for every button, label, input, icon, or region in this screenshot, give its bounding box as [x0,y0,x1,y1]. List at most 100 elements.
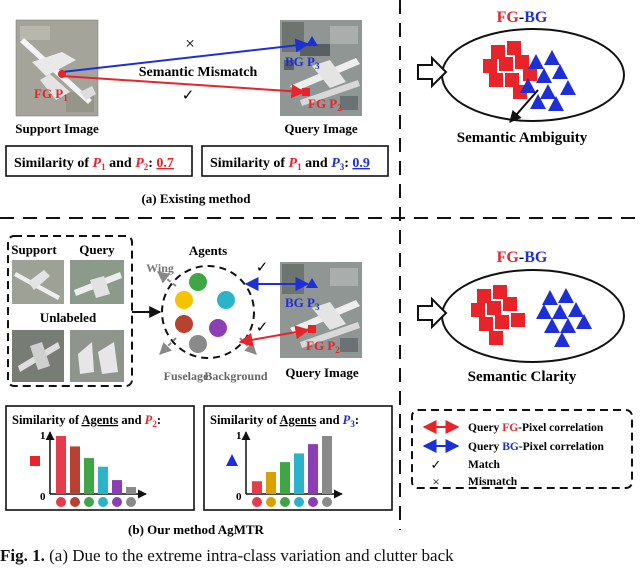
fg-sample-3 [499,57,513,71]
bar-agent-dot-a4 [294,497,304,507]
similarity-box-p1-p3 [201,145,389,177]
legend-bg-text: Query BG-Pixel correlation [468,441,604,453]
check-mark-fg: ✓ [256,320,269,336]
bg-p3-label-bottom: BG P3 [285,295,320,312]
support-label: Support [11,242,57,257]
sub-caption-a: (a) Existing method [141,191,251,206]
fg-p1-label: FG P1 [34,86,68,103]
fg-point-p1 [58,70,66,78]
check-mark: ✓ [182,88,195,104]
fg-p2-label: FG P2 [308,96,342,113]
fg-sample-2 [483,59,497,73]
bar-a6 [126,487,136,494]
fg-sample-0 [491,45,505,59]
bg-sample-7 [548,96,564,111]
caption-text: (a) Due to the extreme intra-class varia… [44,546,454,565]
bar-agent-dot-a2 [70,497,80,507]
chart1-marker-square [30,456,40,466]
cross-mark: × [185,34,195,53]
bar-a4 [294,453,304,494]
bg-sample-6 [560,318,576,333]
background-label: Background [204,369,267,383]
chart-p3 [241,431,343,507]
bg-sample-6 [560,80,576,95]
fg-sample-8 [489,331,503,345]
bg-point-p3 [306,36,318,46]
legend-match-text: Match [468,459,501,471]
caption-label: Fig. 1. [0,546,45,565]
fuselage-label: Fuselage [164,369,209,383]
ambiguous-cluster [483,41,576,111]
chart-box-p2 [5,405,195,511]
bg-sample-4 [520,78,536,93]
fg-sample-4 [515,55,529,69]
query-image-label-bottom: Query Image [285,365,359,380]
bar-a6 [322,436,332,494]
fg-bg-title-bottom: FG-BG [497,249,548,266]
check-mark-bg: ✓ [256,260,269,276]
bg-sample-5 [540,84,556,99]
bg-sample-3 [552,304,568,319]
fg-p2-label-bottom: FG P2 [306,338,340,355]
bg-sample-4 [568,302,584,317]
legend-fg-text: Query FG-Pixel correlation [468,422,604,434]
bar-agent-dot-a6 [126,497,136,507]
chart2-y-one: 1 [236,430,242,442]
bg-sample-8 [530,94,546,109]
feature-space-ellipse-bottom [441,269,625,363]
bg-sample-5 [544,318,560,333]
bar-agent-dot-a1 [252,497,262,507]
fg-sample-2 [471,303,485,317]
arrow-icon-bottom [417,296,448,330]
input-images-box [7,235,133,387]
match-arrow [61,75,306,99]
bar-agent-dot-a6 [322,497,332,507]
bar-a5 [112,480,122,494]
chart2-marker-triangle [226,454,238,466]
unlabeled-thumb-2 [70,330,124,382]
legend-mismatch-text: Mismatch [468,476,518,488]
fg-sample-6 [505,73,519,87]
agent-dot-3 [189,335,207,353]
agents-ring [161,265,255,359]
bar-a5 [308,444,318,494]
agent-dot-2 [209,319,227,337]
support-image-label: Support Image [15,121,99,136]
bar-a3 [280,462,290,494]
agent-dots [175,273,235,353]
query-thumb [70,260,124,304]
bar-a3 [84,458,94,494]
fg-sample-7 [511,313,525,327]
similarity-p1-p2-text: Similarity of P1 and P2: 0.7 [14,156,174,172]
chart-box-p3 [203,405,393,511]
sub-caption-b: (b) Our method AgMTR [128,522,265,537]
wing-label: Wing [146,261,174,275]
semantic-clarity-label: Semantic Clarity [468,369,577,385]
fg-sample-4 [503,297,517,311]
agents-label: Agents [189,243,227,258]
bar-agent-dot-a5 [112,497,122,507]
bg-sample-2 [536,68,552,83]
fg-sample-3 [487,301,501,315]
fg-bg-title-top: FG-BG [497,9,548,26]
figure-caption: Fig. 1. (a) Due to the extreme intra-cla… [0,546,454,566]
agent-dot-0 [189,273,207,291]
bar-a1 [252,481,262,494]
fg-sample-1 [507,41,521,55]
bg-sample-2 [536,304,552,319]
bg-point-p3-bottom [306,278,318,288]
fg-sample-0 [477,289,491,303]
support-image [15,19,99,117]
fg-point-p2 [302,88,310,96]
legend-check-icon: ✓ [431,457,442,472]
bar-a2 [266,471,276,494]
fg-sample-7 [523,67,537,81]
legend-box [411,409,633,489]
bar-a2 [70,446,80,494]
fg-point-p2-bottom [308,325,316,333]
unlabeled-thumb-1 [12,330,64,382]
bar-agent-dot-a1 [56,497,66,507]
bar-agent-dot-a5 [308,497,318,507]
legend-cross-icon: × [432,474,439,489]
ambiguity-pointer [509,89,539,123]
